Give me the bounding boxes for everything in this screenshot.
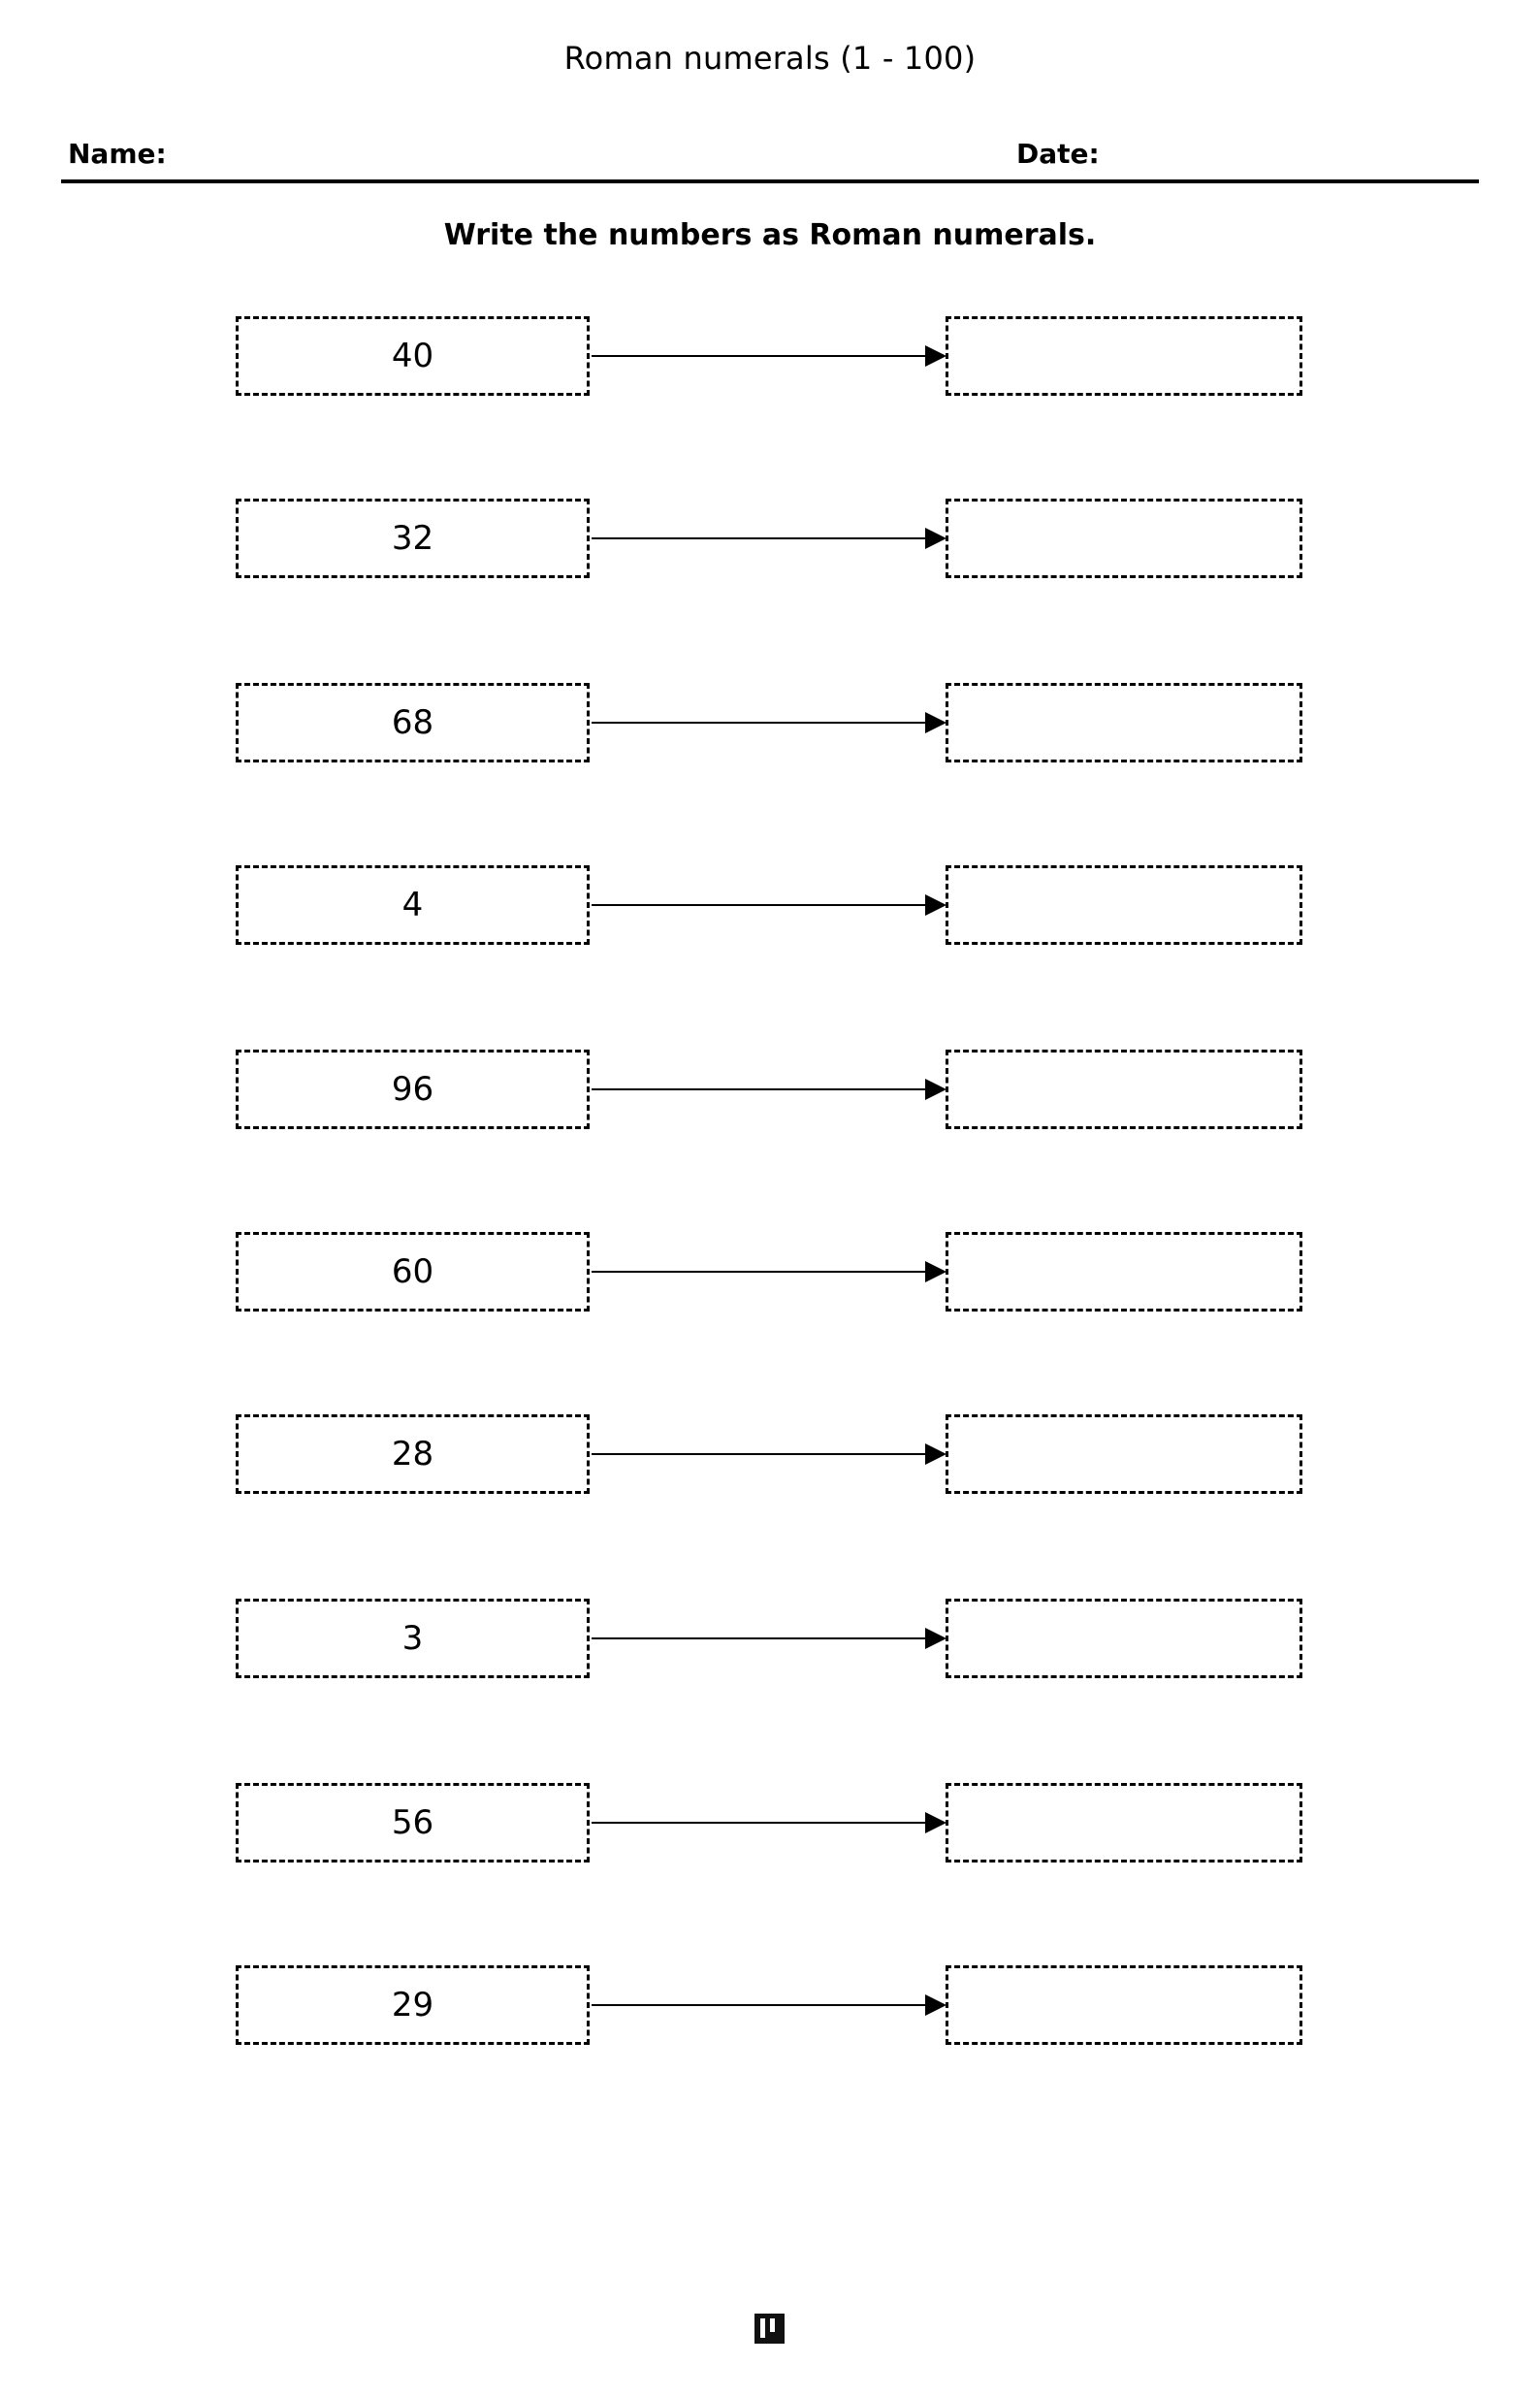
number-value: 68 <box>391 703 434 742</box>
right-arrow-icon <box>592 1079 946 1100</box>
answer-box[interactable] <box>946 1050 1302 1129</box>
name-date-underline <box>61 179 1479 183</box>
arrow-shaft <box>592 1088 929 1090</box>
right-arrow-icon <box>592 1994 946 2016</box>
exercise-row: 40 <box>0 316 1540 398</box>
number-box: 60 <box>236 1232 590 1312</box>
number-value: 28 <box>391 1435 434 1474</box>
answer-box[interactable] <box>946 499 1302 578</box>
arrow-head <box>925 712 946 733</box>
number-value: 56 <box>391 1803 434 1842</box>
number-value: 3 <box>401 1619 424 1658</box>
arrow-shaft <box>592 1271 929 1273</box>
answer-box[interactable] <box>946 683 1302 762</box>
arrow-head <box>925 1628 946 1649</box>
exercise-row: 96 <box>0 1050 1540 1131</box>
number-box: 28 <box>236 1414 590 1494</box>
arrow-head <box>925 1261 946 1282</box>
exercise-list: 40 32 68 4 96 60 28 3 56 29 <box>0 316 1540 2047</box>
right-arrow-icon <box>592 528 946 549</box>
number-value: 29 <box>391 1986 434 2024</box>
right-arrow-icon <box>592 345 946 367</box>
arrow-head <box>925 1812 946 1833</box>
arrow-head <box>925 1443 946 1465</box>
arrow-shaft <box>592 355 929 357</box>
exercise-row: 56 <box>0 1783 1540 1864</box>
number-box: 56 <box>236 1783 590 1863</box>
arrow-shaft <box>592 722 929 724</box>
arrow-shaft <box>592 537 929 539</box>
answer-box[interactable] <box>946 1783 1302 1863</box>
right-arrow-icon <box>592 1443 946 1465</box>
arrow-head <box>925 1994 946 2016</box>
number-box: 32 <box>236 499 590 578</box>
exercise-row: 4 <box>0 865 1540 947</box>
arrow-shaft <box>592 1453 929 1455</box>
right-arrow-icon <box>592 1261 946 1282</box>
exercise-row: 3 <box>0 1599 1540 1680</box>
page-title: Roman numerals (1 - 100) <box>563 40 977 77</box>
right-arrow-icon <box>592 1628 946 1649</box>
number-box: 68 <box>236 683 590 762</box>
number-box: 29 <box>236 1965 590 2045</box>
exercise-row: 29 <box>0 1965 1540 2047</box>
number-box: 4 <box>236 865 590 945</box>
answer-box[interactable] <box>946 865 1302 945</box>
number-value: 4 <box>401 886 424 924</box>
exercise-row: 60 <box>0 1232 1540 1313</box>
arrow-shaft <box>592 1637 929 1639</box>
arrow-head <box>925 894 946 916</box>
number-box: 3 <box>236 1599 590 1678</box>
name-label: Name: <box>68 138 167 170</box>
instruction-text: Write the numbers as Roman numerals. <box>443 218 1097 252</box>
answer-box[interactable] <box>946 1414 1302 1494</box>
answer-box[interactable] <box>946 1599 1302 1678</box>
number-box: 40 <box>236 316 590 396</box>
answer-box[interactable] <box>946 316 1302 396</box>
right-arrow-icon <box>592 894 946 916</box>
exercise-row: 68 <box>0 683 1540 764</box>
arrow-head <box>925 1079 946 1100</box>
number-box: 96 <box>236 1050 590 1129</box>
arrow-head <box>925 345 946 367</box>
right-arrow-icon <box>592 1812 946 1833</box>
answer-box[interactable] <box>946 1232 1302 1312</box>
date-label: Date: <box>1016 138 1100 170</box>
exercise-row: 28 <box>0 1414 1540 1496</box>
name-date-row: Name: Date: <box>61 141 1479 179</box>
arrow-shaft <box>592 1822 929 1824</box>
number-value: 96 <box>391 1070 434 1109</box>
number-value: 40 <box>391 337 434 375</box>
number-value: 60 <box>391 1252 434 1291</box>
arrow-head <box>925 528 946 549</box>
exercise-row: 32 <box>0 499 1540 580</box>
number-value: 32 <box>391 519 434 558</box>
arrow-shaft <box>592 904 929 906</box>
right-arrow-icon <box>592 712 946 733</box>
publisher-logo-mark <box>754 2314 785 2344</box>
arrow-shaft <box>592 2004 929 2006</box>
answer-box[interactable] <box>946 1965 1302 2045</box>
